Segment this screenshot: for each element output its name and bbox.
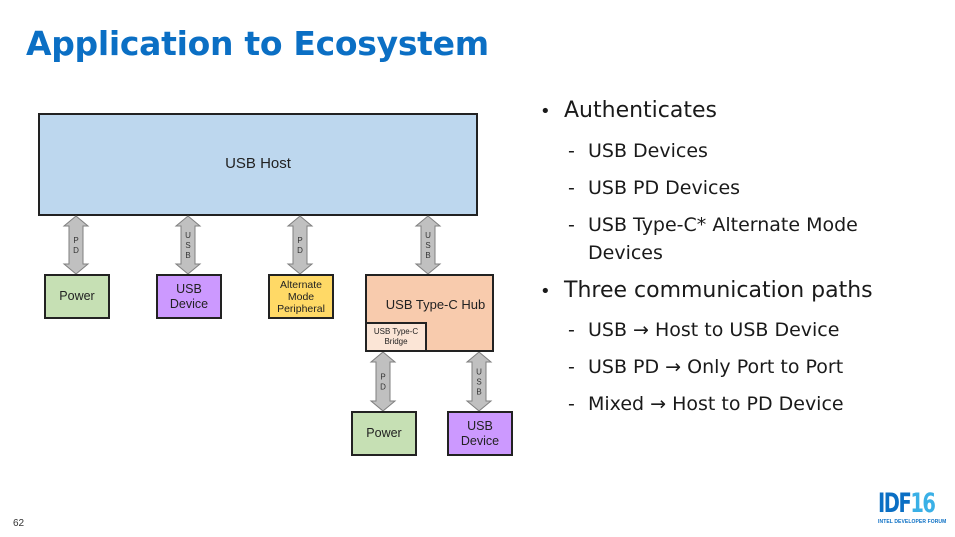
usb-host-box: USB Host: [38, 113, 478, 216]
alt-label-2: Mode: [287, 290, 315, 303]
power-box-2: Power: [351, 411, 417, 456]
usb-device-box: USB Device: [156, 274, 222, 319]
bullet-three-paths: Three communication paths: [564, 278, 873, 303]
bidirectional-arrow: [369, 351, 397, 412]
sub-bullet: -: [568, 140, 575, 162]
sub-bullet-usb-devices: USB Devices: [588, 140, 708, 162]
logo-subtitle: INTEL DEVELOPER FORUM: [878, 519, 947, 525]
page-number: 62: [13, 518, 25, 529]
sub-bullet: -: [568, 319, 575, 341]
alternate-mode-peripheral-box: Alternate Mode Peripheral: [268, 274, 334, 319]
bidirectional-arrow: [286, 215, 314, 275]
arrow-label-letter: D: [73, 246, 79, 255]
usb-device-label-1: USB: [176, 281, 202, 296]
power-box: Power: [44, 274, 110, 319]
arrow-label-letter: D: [380, 383, 386, 392]
arrow-label-letter: S: [425, 241, 430, 250]
sub-bullet-usb-path: USB → Host to USB Device: [588, 319, 840, 341]
logo-year-text: 16: [910, 488, 936, 519]
arrow-label-letter: U: [425, 231, 431, 240]
arrow-label-letter: D: [297, 246, 303, 255]
alt-label-1: Alternate: [279, 278, 323, 291]
arrow-label-letter: U: [185, 231, 191, 240]
alt-label-3: Peripheral: [277, 302, 325, 315]
sub-bullet: -: [568, 214, 575, 236]
hub-label: USB Type-C Hub: [385, 297, 486, 312]
arrow-label-letter: S: [185, 241, 190, 250]
sub-bullet: -: [568, 393, 575, 415]
bullet-dot-2: •: [540, 281, 551, 302]
sub-bullet-pd-path: USB PD → Only Port to Port: [588, 356, 844, 378]
arrow-label-letter: B: [185, 251, 190, 260]
usb-device2-label-1: USB: [467, 418, 493, 433]
sub-bullet: -: [568, 356, 575, 378]
bullet-authenticates: Authenticates: [564, 98, 717, 123]
arrow-label-letter: P: [380, 373, 385, 382]
idf16-logo: IDF16 INTEL DEVELOPER FORUM: [878, 488, 947, 530]
bidirectional-arrow: [62, 215, 90, 275]
power-label: Power: [59, 289, 95, 303]
arrow-label-letter: P: [73, 236, 78, 245]
logo-wordmark: IDF16: [878, 488, 936, 519]
logo-idf-text: IDF: [878, 488, 912, 519]
sub-bullet: -: [568, 177, 575, 199]
sub-bullet-alt-mode-devices-cont: Devices: [588, 242, 663, 264]
arrow-label-letter: S: [476, 378, 481, 387]
slide-title: Application to Ecosystem: [26, 24, 489, 63]
usb-device-label-2: Device: [169, 296, 209, 311]
arrow-label-letter: U: [476, 368, 482, 377]
bridge-label-1: USB Type-C: [373, 327, 419, 336]
bullet-dot-1: •: [540, 101, 551, 122]
bridge-label-2: Bridge: [384, 337, 408, 346]
arrow-label-letter: B: [476, 388, 481, 397]
power2-label: Power: [366, 426, 402, 440]
sub-bullet-alt-mode-devices: USB Type-C* Alternate Mode: [588, 214, 858, 236]
sub-bullet-mixed-path: Mixed → Host to PD Device: [588, 393, 844, 415]
usb-device-box-2: USB Device: [447, 411, 513, 456]
arrow-label-letter: P: [297, 236, 302, 245]
usb-device2-label-2: Device: [460, 433, 500, 448]
usb-host-label: USB Host: [225, 155, 291, 172]
sub-bullet-usb-pd-devices: USB PD Devices: [588, 177, 741, 199]
arrow-label-letter: B: [425, 251, 430, 260]
usb-type-c-bridge-box: USB Type-C Bridge: [365, 322, 427, 352]
